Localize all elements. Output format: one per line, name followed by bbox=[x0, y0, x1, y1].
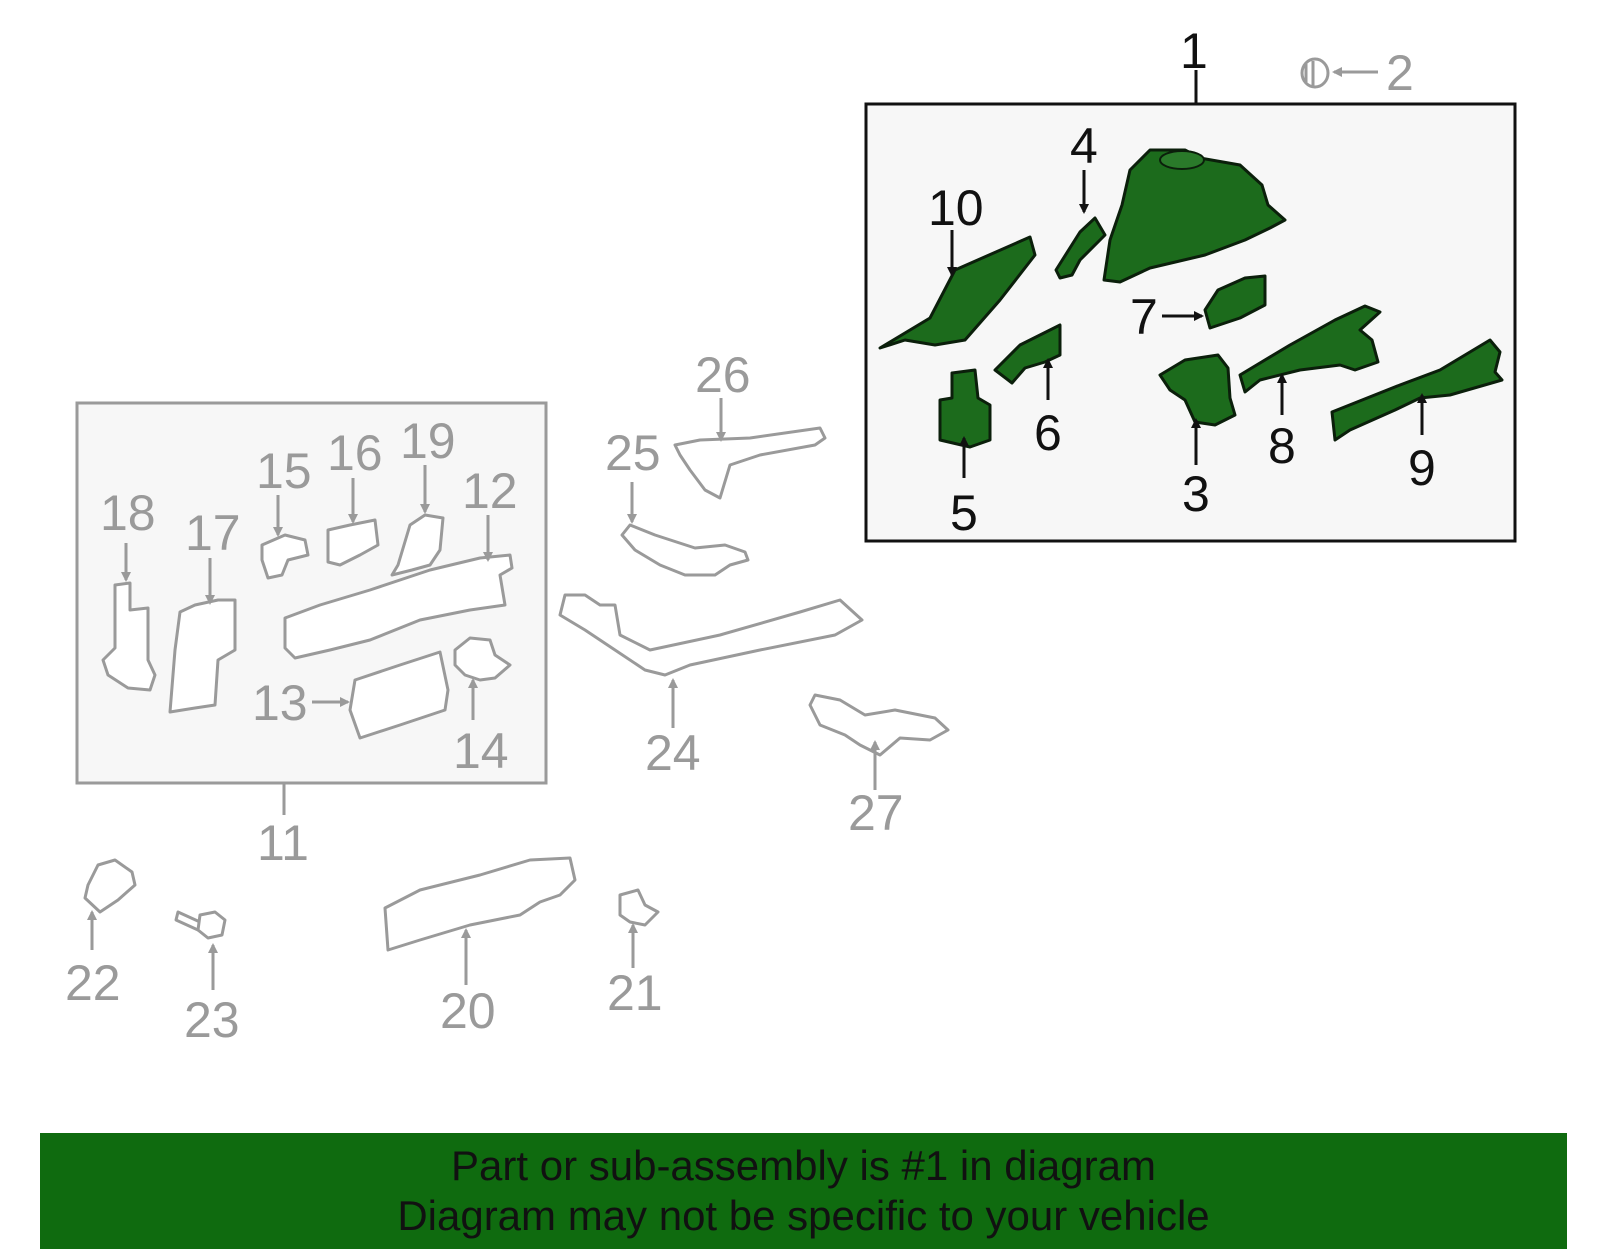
part-24-rocker[interactable] bbox=[558, 593, 864, 677]
callout-8[interactable]: 8 bbox=[1268, 418, 1296, 474]
callout-12[interactable]: 12 bbox=[462, 463, 518, 519]
part-18-bracket[interactable] bbox=[101, 581, 157, 692]
part-27-bracket[interactable] bbox=[808, 693, 950, 757]
callout-22[interactable]: 22 bbox=[65, 955, 121, 1011]
part-20-apron[interactable] bbox=[383, 856, 577, 952]
callout-24[interactable]: 24 bbox=[645, 725, 701, 781]
part-3-bracket[interactable] bbox=[1158, 353, 1237, 427]
callout-18[interactable]: 18 bbox=[100, 485, 156, 541]
part-26-rail[interactable] bbox=[673, 426, 827, 500]
callout-13[interactable]: 13 bbox=[252, 675, 308, 731]
part-22-bracket[interactable] bbox=[83, 858, 137, 914]
callout-21[interactable]: 21 bbox=[607, 965, 663, 1021]
info-banner: Part or sub-assembly is #1 in diagram Di… bbox=[40, 1133, 1567, 1249]
part-12-rail[interactable] bbox=[283, 553, 514, 660]
callout-3[interactable]: 3 bbox=[1182, 466, 1210, 522]
callout-14[interactable]: 14 bbox=[453, 723, 509, 779]
callout-19[interactable]: 19 bbox=[400, 413, 456, 469]
callout-10[interactable]: 10 bbox=[928, 180, 984, 236]
callout-1[interactable]: 1 bbox=[1180, 23, 1208, 79]
callout-27[interactable]: 27 bbox=[848, 785, 904, 841]
part-13-panel[interactable] bbox=[348, 650, 450, 740]
part-5-block[interactable] bbox=[938, 368, 992, 449]
callout-7[interactable]: 7 bbox=[1130, 289, 1158, 345]
part-23-bolt[interactable] bbox=[174, 910, 227, 940]
part-7-bracket[interactable] bbox=[1203, 274, 1267, 330]
callout-6[interactable]: 6 bbox=[1034, 405, 1062, 461]
part-14-bracket[interactable] bbox=[453, 636, 512, 682]
part-10-rail[interactable] bbox=[878, 235, 1037, 350]
callout-25[interactable]: 25 bbox=[605, 425, 661, 481]
callout-16[interactable]: 16 bbox=[327, 425, 383, 481]
callout-15[interactable]: 15 bbox=[256, 443, 312, 499]
callout-23[interactable]: 23 bbox=[184, 992, 240, 1048]
banner-line-2: Diagram may not be specific to your vehi… bbox=[397, 1192, 1210, 1239]
part-9-rail[interactable] bbox=[1330, 338, 1504, 442]
banner-line-1: Part or sub-assembly is #1 in diagram bbox=[451, 1142, 1156, 1189]
part-19-bracket[interactable] bbox=[390, 513, 445, 577]
part-8-rail[interactable] bbox=[1238, 304, 1382, 394]
callout-5[interactable]: 5 bbox=[950, 485, 978, 541]
callout-2[interactable]: 2 bbox=[1386, 45, 1414, 101]
callout-26[interactable]: 26 bbox=[695, 347, 751, 403]
part-4-bracket[interactable] bbox=[1054, 216, 1107, 280]
callout-17[interactable]: 17 bbox=[185, 505, 241, 561]
callout-11[interactable]: 11 bbox=[257, 815, 309, 871]
callout-20[interactable]: 20 bbox=[440, 983, 496, 1039]
part-strut-tower[interactable] bbox=[1102, 148, 1287, 284]
callout-4[interactable]: 4 bbox=[1070, 118, 1098, 174]
part-25-brace[interactable] bbox=[620, 523, 750, 577]
callout-9[interactable]: 9 bbox=[1408, 440, 1436, 496]
part-15-bracket[interactable] bbox=[260, 533, 310, 580]
part-2-clip[interactable] bbox=[1300, 57, 1330, 89]
part-21-bracket[interactable] bbox=[618, 888, 660, 927]
part-16-bracket[interactable] bbox=[326, 518, 380, 567]
